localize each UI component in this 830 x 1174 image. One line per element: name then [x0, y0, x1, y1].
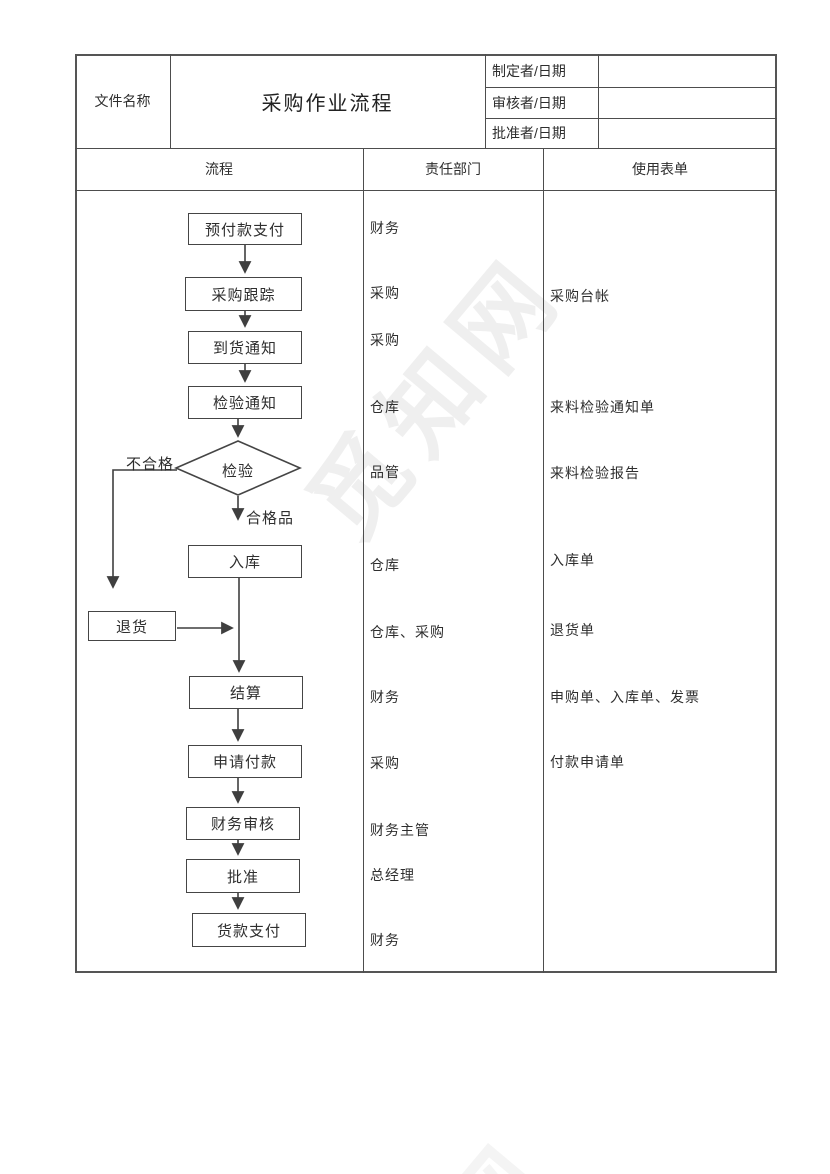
- flow-node-label: 货款支付: [216, 922, 281, 940]
- grid-hline: [75, 190, 777, 191]
- file-name-label-cell: 文件名称: [75, 54, 170, 148]
- form-label: 来料检验报告: [550, 465, 640, 481]
- flow-node-inspection: 检验: [198, 460, 278, 481]
- form-label: 采购台帐: [550, 288, 610, 304]
- department-label: 仓库: [370, 557, 400, 573]
- flow-node-purchase-tracking: 采购跟踪: [185, 277, 302, 311]
- flow-node-warehousing: 入库: [188, 545, 302, 578]
- maker-date-value-cell: [598, 54, 777, 87]
- document-title: 采购作业流程: [261, 92, 394, 115]
- column-header-forms-label: 使用表单: [632, 161, 688, 177]
- department-label: 财务主管: [370, 822, 430, 838]
- department-label: 财务: [370, 932, 400, 948]
- department-label: 财务: [370, 689, 400, 705]
- grid-vline: [485, 54, 486, 148]
- column-header-department: 责任部门: [363, 148, 543, 190]
- grid-vline: [170, 54, 171, 148]
- branch-label-fail: 不合格: [126, 456, 175, 473]
- flow-node-arrival-notice: 到货通知: [188, 331, 302, 364]
- department-label: 采购: [370, 755, 400, 771]
- flow-node-label: 检验: [221, 463, 254, 480]
- file-name-label: 文件名称: [94, 93, 151, 109]
- reviewer-date-label: 审核者/日期: [492, 94, 566, 111]
- department-label: 总经理: [370, 867, 415, 883]
- form-label: 入库单: [550, 552, 595, 568]
- grid-vline: [598, 54, 599, 148]
- approver-date-label-cell: 批准者/日期: [485, 118, 598, 148]
- flow-node-prepayment: 预付款支付: [188, 213, 302, 245]
- flow-node-return-goods: 退货: [88, 611, 176, 641]
- department-label: 品管: [370, 464, 400, 480]
- column-header-department-label: 责任部门: [425, 161, 481, 177]
- department-label: 财务: [370, 220, 400, 236]
- document-title-cell: 采购作业流程: [170, 54, 485, 148]
- grid-vline: [543, 148, 544, 973]
- flow-node-payment-request: 申请付款: [188, 745, 302, 778]
- flow-node-goods-payment: 货款支付: [192, 913, 306, 947]
- approver-date-label: 批准者/日期: [492, 125, 566, 141]
- approver-date-value-cell: [598, 118, 777, 148]
- maker-date-label: 制定者/日期: [492, 62, 566, 79]
- form-label: 付款申请单: [550, 754, 625, 770]
- column-header-process: 流程: [75, 148, 363, 190]
- reviewer-date-label-cell: 审核者/日期: [485, 87, 598, 118]
- branch-label-pass: 合格品: [246, 510, 295, 527]
- flow-node-label: 结算: [229, 685, 262, 702]
- flow-node-label: 申请付款: [212, 754, 277, 771]
- flow-node-label: 检验通知: [212, 395, 277, 412]
- department-label: 仓库、采购: [370, 624, 445, 640]
- column-header-forms: 使用表单: [543, 148, 777, 190]
- flow-node-inspection-notice: 检验通知: [188, 386, 302, 419]
- grid-hline: [75, 148, 777, 149]
- flow-node-label: 财务审核: [210, 816, 275, 833]
- reviewer-date-value-cell: [598, 87, 777, 118]
- department-label: 采购: [370, 285, 400, 301]
- flow-node-finance-review: 财务审核: [186, 807, 300, 840]
- flow-node-label: 退货: [115, 618, 148, 636]
- column-header-process-label: 流程: [205, 161, 233, 177]
- flow-node-label: 入库: [228, 554, 261, 571]
- form-label: 来料检验通知单: [550, 399, 655, 415]
- flow-node-label: 批准: [226, 868, 259, 886]
- form-label: 退货单: [550, 622, 595, 638]
- grid-hline: [485, 87, 777, 88]
- grid-vline: [363, 148, 364, 973]
- grid-hline: [485, 118, 777, 119]
- department-label: 仓库: [370, 399, 400, 415]
- form-label: 申购单、入库单、发票: [550, 689, 700, 705]
- department-label: 采购: [370, 332, 400, 348]
- maker-date-label-cell: 制定者/日期: [485, 54, 598, 87]
- flow-node-approval: 批准: [186, 859, 300, 893]
- flow-node-settlement: 结算: [189, 676, 303, 709]
- table-outer-border: [75, 54, 777, 973]
- flow-node-label: 预付款支付: [204, 221, 285, 239]
- flow-node-label: 采购跟踪: [211, 286, 276, 304]
- flow-node-label: 到货通知: [212, 340, 277, 357]
